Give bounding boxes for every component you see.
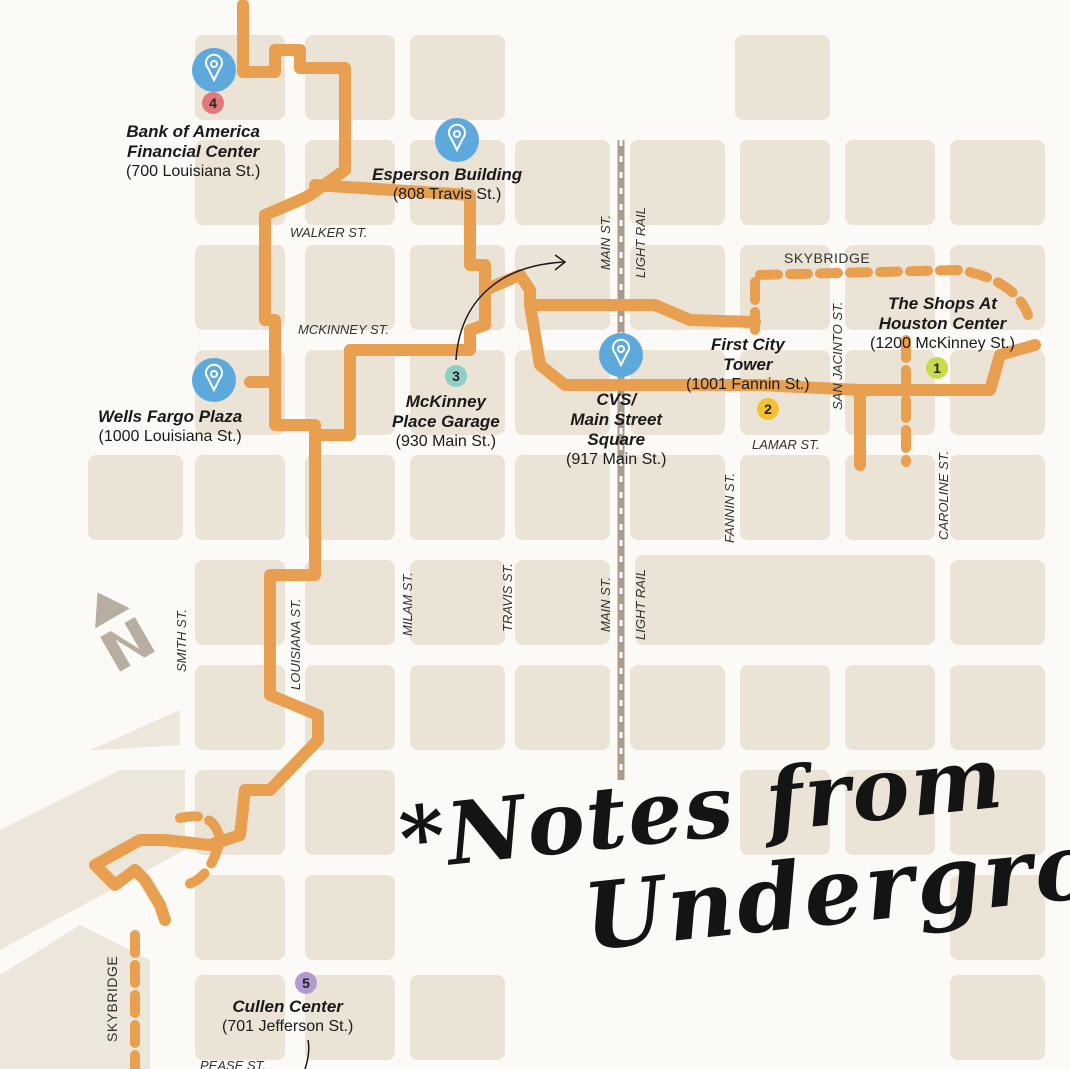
map-pin-icon[interactable] (192, 358, 236, 402)
location-name: Bank of America (126, 122, 260, 141)
tunnel-route (89, 0, 1041, 926)
skybridge-route (130, 264, 1033, 1069)
north-arrow-icon (95, 592, 155, 672)
location-address: (1200 McKinney St.) (870, 335, 1015, 352)
location-name: Financial Center (127, 142, 260, 161)
map-pin-icon[interactable] (192, 48, 236, 92)
location-address: (930 Main St.) (395, 433, 497, 450)
map-pin-icon[interactable] (435, 118, 479, 162)
location-name: Tower (723, 355, 773, 374)
location-address: (1001 Fannin St.) (686, 376, 810, 393)
street-mckinney: MCKINNEY ST. (298, 322, 390, 337)
badge-5[interactable]: 5 (295, 972, 317, 994)
street-light-rail-bottom: LIGHT RAIL (633, 569, 648, 640)
skybridge-label-left: SKYBRIDGE (104, 955, 120, 1042)
street-main-top: MAIN ST. (598, 214, 613, 270)
street-light-rail-top: LIGHT RAIL (633, 207, 648, 278)
location-name: Wells Fargo Plaza (98, 407, 243, 426)
label-bank-of-america: Bank of America Financial Center (700 Lo… (126, 122, 260, 182)
label-wells-fargo-plaza: Wells Fargo Plaza (1000 Louisiana St.) (98, 407, 242, 447)
badge-2[interactable]: 2 (757, 398, 779, 420)
street-pease: PEASE ST. (200, 1058, 266, 1069)
location-address: (700 Louisiana St.) (126, 163, 261, 180)
street-main-bottom: MAIN ST. (598, 576, 613, 632)
location-name: Square (587, 430, 646, 449)
street-smith: SMITH ST. (174, 608, 189, 672)
location-name: Esperson Building (372, 165, 523, 184)
street-caroline: CAROLINE ST. (936, 450, 951, 540)
label-esperson-building: Esperson Building (808 Travis St.) (372, 165, 522, 205)
street-travis: TRAVIS ST. (500, 563, 515, 632)
skybridge-label-right: SKYBRIDGE (784, 250, 871, 266)
location-name: McKinney (405, 392, 487, 411)
location-address: (917 Main St.) (566, 451, 667, 468)
pointer-lines (304, 254, 567, 1069)
location-address: (808 Travis St.) (392, 186, 502, 203)
label-shops-houston-center: The Shops At Houston Center (1200 McKinn… (870, 294, 1015, 354)
location-name: First City (710, 335, 785, 354)
street-san-jacinto: SAN JACINTO ST. (830, 301, 845, 410)
badge-4-bofa[interactable]: 4 (202, 92, 224, 114)
street-fannin: FANNIN ST. (722, 472, 737, 543)
street-louisiana: LOUISIANA ST. (288, 598, 303, 690)
map-pin-icon[interactable] (599, 333, 643, 377)
location-address: (1000 Louisiana St.) (98, 428, 242, 445)
badge-3[interactable]: 3 (445, 365, 467, 387)
street-walker: WALKER ST. (290, 225, 368, 240)
location-name: Houston Center (878, 314, 1007, 333)
street-milam: MILAM ST. (400, 572, 415, 636)
label-first-city-tower: First City Tower (1001 Fannin St.) (686, 335, 810, 395)
location-name: Place Garage (392, 412, 500, 431)
label-cvs-main-street-square: CVS/ Main Street Square (917 Main St.) (566, 390, 666, 470)
location-name: CVS/ (596, 390, 637, 409)
location-name: Main Street (570, 410, 663, 429)
location-name: Cullen Center (232, 997, 343, 1016)
location-address: (701 Jefferson St.) (222, 1018, 354, 1035)
label-cullen-center: Cullen Center (701 Jefferson St.) (222, 997, 353, 1037)
label-mckinney-place-garage: McKinney Place Garage (930 Main St.) (392, 392, 500, 452)
street-lamar: LAMAR ST. (752, 437, 820, 452)
badge-4[interactable]: 1 (926, 357, 948, 379)
location-name: The Shops At (888, 294, 997, 313)
